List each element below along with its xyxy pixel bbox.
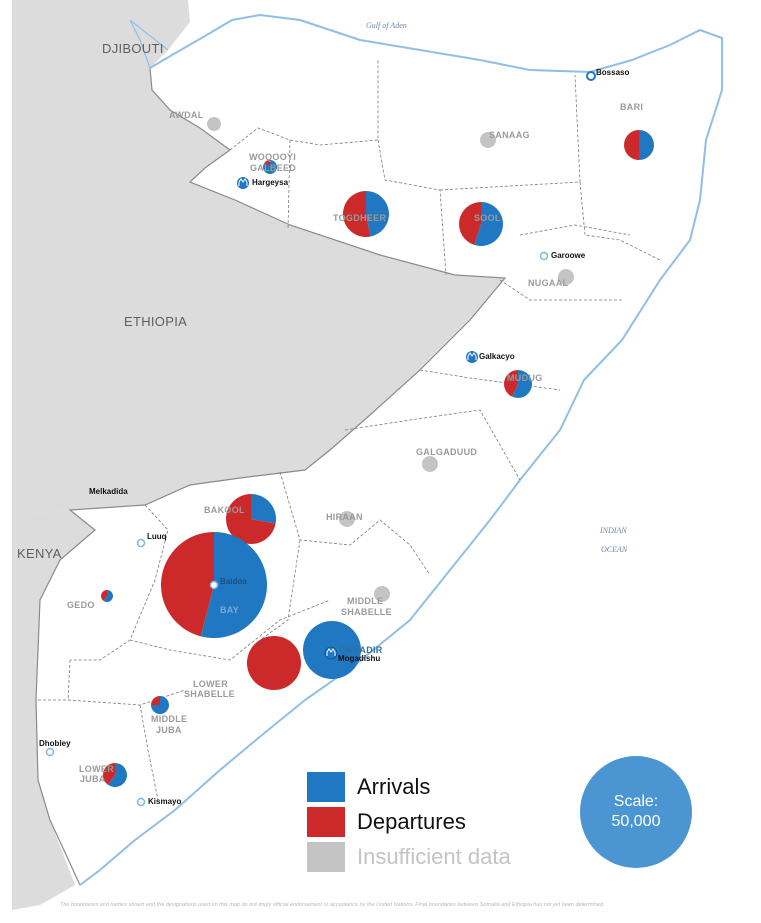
sea-label-indian-ocean-1: INDIAN [600,526,627,535]
region-label-bay: BAY [220,605,240,615]
departures-slice-togdheer [343,191,371,238]
departures-slice-sool [459,202,481,245]
legend-swatch-arrivals [307,772,345,802]
country-label-djibouti: DJIBOUTI [102,41,164,56]
city-label-kismayo: Kismayo [148,797,182,806]
region-label-banadir: BANADIR [339,645,383,655]
region-label-middle-shabelle-1: MIDDLE [347,596,384,606]
region-label-hiraan: HIRAAN [326,512,363,522]
region-label-bari: BARI [620,102,644,112]
city-label-hargeysa: Hargeysa [252,178,289,187]
region-label-sool: SOOL [474,213,501,223]
region-label-nugaal: NUGAAL [528,278,569,288]
scale-circle: Scale: 50,000 [580,756,692,868]
arrivals-slice-togdheer [366,191,390,237]
departures-slice-lower-juba [103,763,115,785]
legend-swatch-insufficient [307,842,345,872]
departures-slice-bakool [225,494,276,545]
city-label-garoowe: Garoowe [551,251,586,260]
legend-item-insufficient: Insufficient data [307,842,511,872]
scale-label: Scale: [613,793,659,810]
legend-label-departures: Departures [357,809,466,834]
city-label-dhobley: Dhobley [39,739,71,748]
arrivals-slice-bari [639,130,654,160]
city-label-galkacyo: Galkacyo [479,352,515,361]
legend-label-arrivals: Arrivals [357,774,431,799]
sea-label-indian-ocean-2: OCEAN [601,545,628,554]
region-label-middle-juba-2: JUBA [156,725,182,735]
region-label-middle-shabelle-2: SHABELLE [341,607,392,617]
city-label-melkadida: Melkadida [89,487,128,496]
disclaimer-text: The boundaries and names shown and the d… [60,902,605,908]
legend-label-insufficient: Insufficient data [357,844,511,869]
region-label-lower-shabelle-2: SHABELLE [184,689,235,699]
arrivals-slice-sool [474,202,503,246]
region-label-galgaduud: GALGADUUD [416,447,478,457]
djibouti-coast [129,19,169,69]
insufficient-dot-middle-shabelle [374,586,390,602]
legend-item-departures: Departures [307,807,466,837]
region-label-sanaag: SANAAG [489,130,530,140]
arrivals-slice-lower-juba [107,763,128,787]
region-label-woqooyi-1: WOQOOYI [249,152,297,162]
neighbor-land [12,0,505,516]
region-label-lower-shabelle-1: LOWER [193,679,228,689]
flow-pies [100,117,654,787]
arrivals-slice-bay [200,532,267,638]
departures-slice-woqooyi-galbeed [264,160,270,167]
arrivals-slice-mudug [512,370,532,398]
bossaso-marker [586,71,596,81]
country-label-ethiopia: ETHIOPIA [124,314,188,329]
region-label-middle-juba-1: MIDDLE [151,714,188,724]
insufficient-dot-hiraan [339,511,355,527]
departures-slice-mudug [503,370,518,397]
city-label-mogadishu: Mogadishu [338,654,381,663]
departures-slice-bay [161,532,214,637]
region-label-bakool: BAKOOL [204,505,245,515]
departures-slice-bari [624,130,639,160]
insufficient-dot-nugaal [558,269,574,285]
galkacyo-settlement-icon [466,351,478,363]
baidoa-marker [209,580,219,590]
departures-slice-lower-shabelle [247,636,301,690]
city-label-baidoa: Baidoa [220,577,247,586]
dhobley-marker [45,747,55,757]
city-markers [45,71,596,807]
insufficient-dot-sanaag [480,132,496,148]
sea-label-gulf-of-aden: Gulf of Aden [366,21,407,30]
insufficient-dot-awdal [207,117,221,131]
luuq-marker [136,538,146,548]
legend-swatch-departures [307,807,345,837]
arrivals-slice-bakool [251,494,276,524]
region-label-mudug: MUDUG [507,373,543,383]
legend-item-arrivals: Arrivals [307,772,430,802]
insufficient-dot-galgaduud [422,456,438,472]
city-label-bossaso: Bossaso [596,68,630,77]
garoowe-marker [539,251,549,261]
departures-slice-gedo [100,590,107,601]
departures-slice-middle-juba [151,696,160,705]
country-label-kenya: KENYA [17,546,62,561]
region-label-togdheer: TOGDHEER [333,213,387,223]
region-label-lower-juba-1: LOWER [79,764,114,774]
coastline [79,13,723,886]
region-label-lower-juba-2: JUBA [80,774,106,784]
neighbor-land-kenya [12,510,95,910]
city-label-luuq: Luuq [147,532,167,541]
scale-value: 50,000 [611,813,661,830]
arrivals-slice-gedo [103,590,113,602]
mogadishu-settlement-icon [324,646,338,660]
region-label-woqooyi-2: GALBEED [250,163,297,173]
hargeysa-settlement-icon [237,177,249,189]
region-label-gedo: GEDO [67,600,95,610]
kismayo-marker [136,797,146,807]
region-label-awdal: AWDAL [169,110,204,120]
